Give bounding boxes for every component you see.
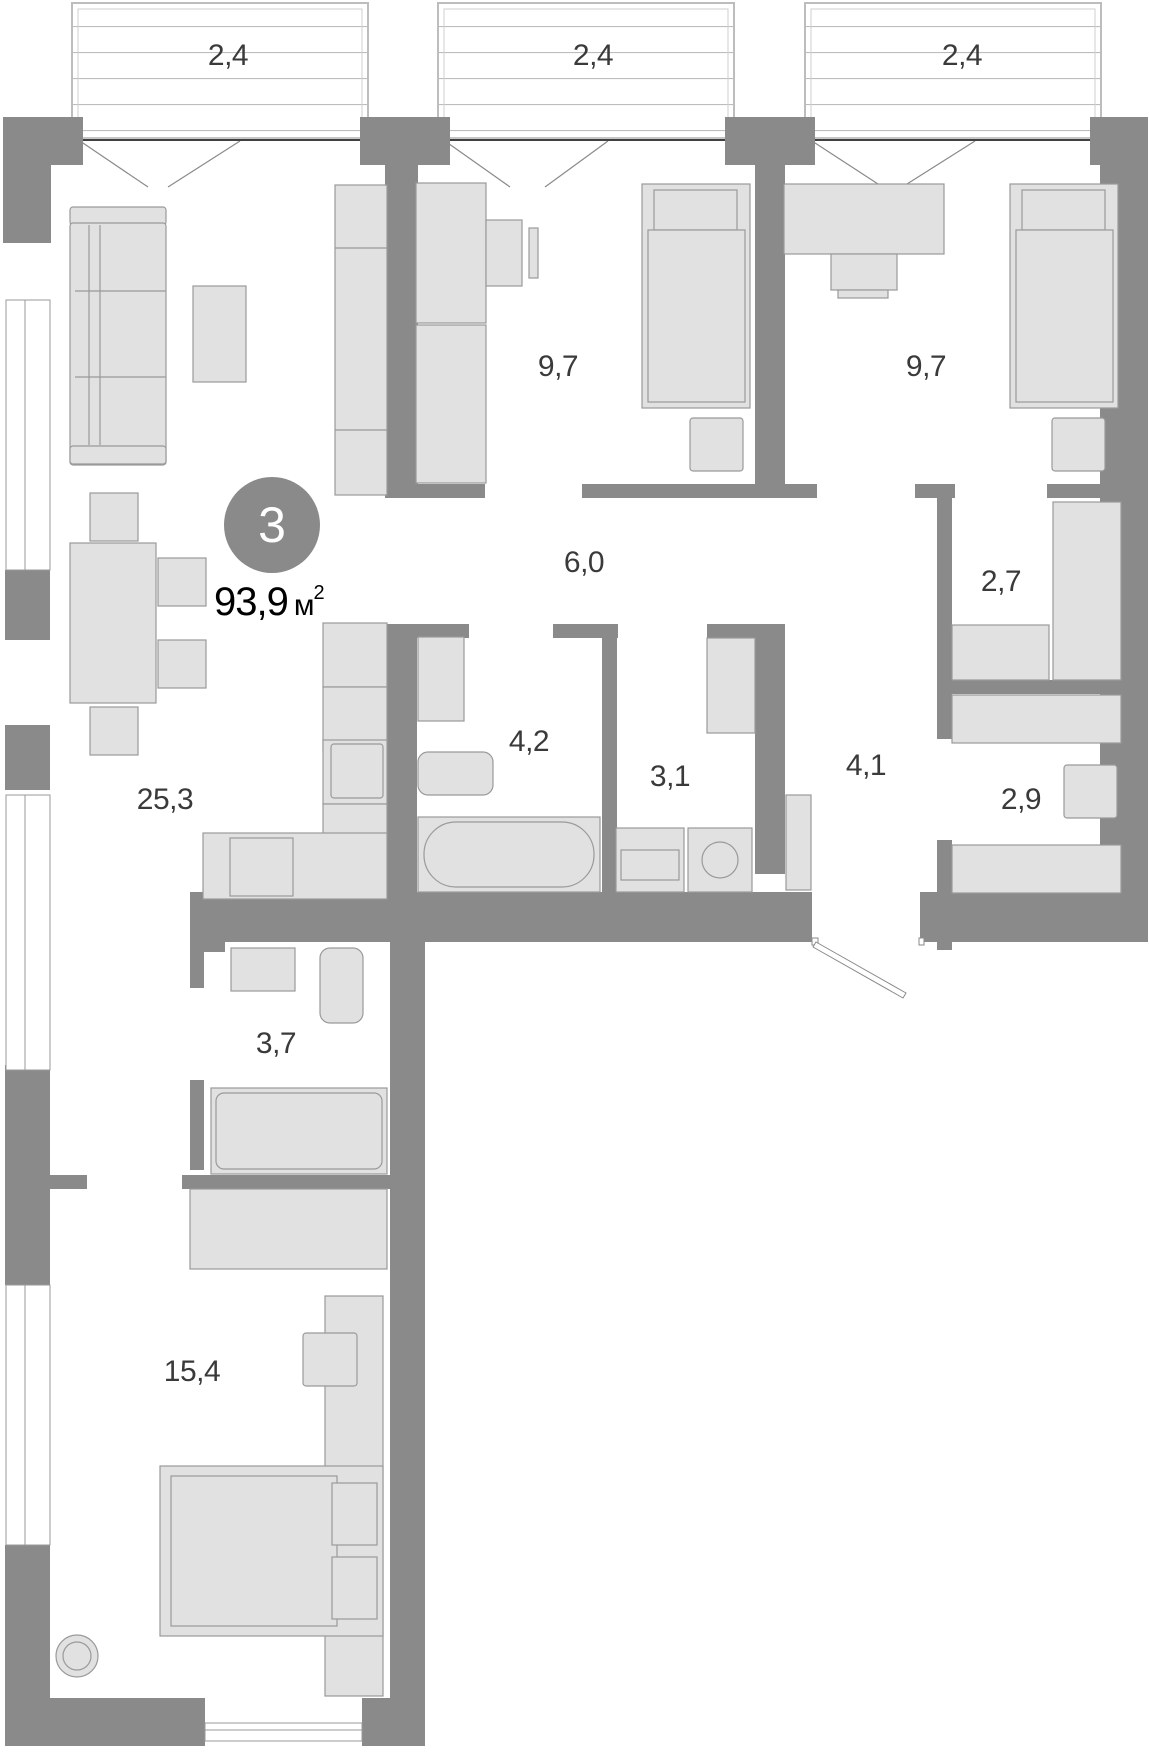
bedroom-1-area: 9,7 xyxy=(537,350,579,383)
master-bedroom-area: 15,4 xyxy=(163,1355,221,1388)
balcony-2 xyxy=(437,2,735,139)
door-swings xyxy=(79,140,976,188)
total-area-value: 93,9 xyxy=(214,580,289,624)
furniture xyxy=(55,182,1122,1697)
balcony-3-area: 2,4 xyxy=(941,39,983,72)
window-bottom xyxy=(204,1722,363,1742)
bathroom-1-area: 4,2 xyxy=(508,725,550,758)
balcony-1 xyxy=(71,2,369,139)
living-kitchen-area: 25,3 xyxy=(136,783,194,816)
rooms-count-badge: 3 xyxy=(224,477,320,573)
laundry-area: 3,1 xyxy=(649,760,691,793)
entrance-area: 4,1 xyxy=(845,749,887,782)
area-unit: м2 xyxy=(293,582,325,622)
entrance-door xyxy=(811,937,925,999)
windows-left xyxy=(5,299,51,1546)
area-unit-letter: м xyxy=(293,589,315,622)
bathroom-2-area: 3,7 xyxy=(255,1027,297,1060)
wardrobe-2-area: 2,9 xyxy=(1000,783,1042,816)
balcony-2-area: 2,4 xyxy=(572,39,614,72)
hall-area: 6,0 xyxy=(563,546,605,579)
bedroom-2-area: 9,7 xyxy=(905,350,947,383)
walls xyxy=(3,117,1148,1746)
balcony-3 xyxy=(804,2,1102,139)
wardrobe-1-area: 2,7 xyxy=(980,565,1022,598)
area-unit-power: 2 xyxy=(313,582,324,604)
balcony-1-area: 2,4 xyxy=(207,39,249,72)
